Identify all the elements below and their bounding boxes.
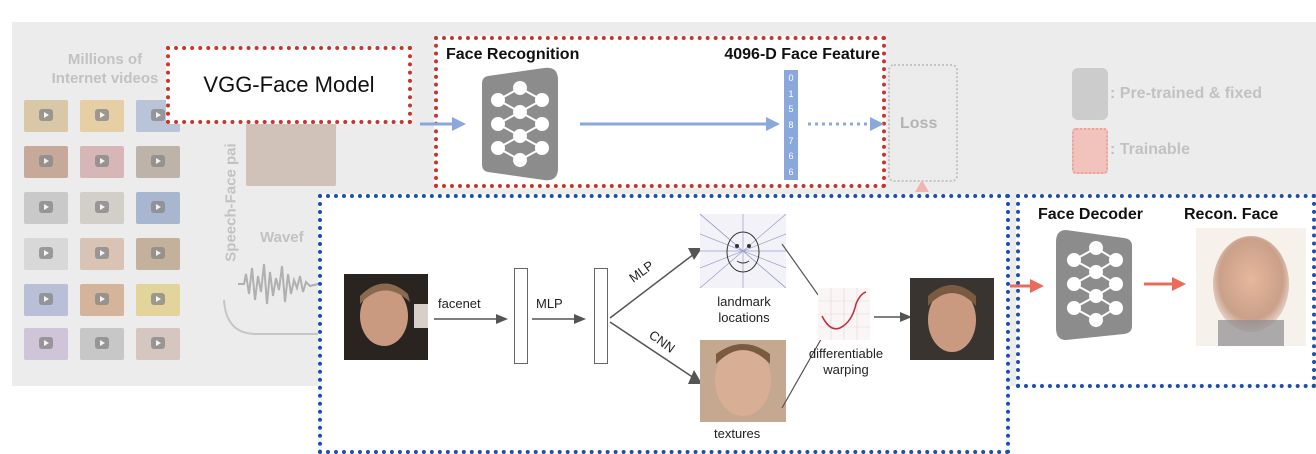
warping-to-output-arrow [874, 312, 912, 322]
decoder-to-recon-arrow [1144, 277, 1186, 291]
video-thumbnail [24, 100, 68, 132]
play-icon [95, 247, 109, 259]
video-thumbnail [80, 238, 124, 270]
face-recognition-panel: Face Recognition 4096-D Face Feature 0 1… [434, 36, 886, 188]
feature-vector: 0 1 5 8 7 6 6 [784, 70, 798, 180]
play-icon [151, 109, 165, 121]
video-thumbnail [24, 146, 68, 178]
play-icon [39, 293, 53, 305]
play-icon [39, 201, 53, 213]
video-thumbnail [136, 238, 180, 270]
play-icon [95, 109, 109, 121]
video-thumbnail [80, 328, 124, 360]
waveform-label: Wavef [260, 229, 304, 246]
recon-face-title: Recon. Face [1184, 206, 1279, 223]
feature-digit: 0 [788, 72, 794, 83]
landmark-diagram [700, 214, 786, 288]
vgg-face-model-label: VGG-Face Model [203, 72, 375, 97]
feature-digit: 5 [788, 104, 794, 115]
warping-caption: differentiable warping [808, 346, 884, 377]
mlp-label: MLP [536, 296, 563, 311]
landmark-caption: landmark locations [717, 294, 771, 325]
legend-pretrained-label: : Pre-trained & fixed [1110, 85, 1263, 102]
play-icon [95, 337, 109, 349]
loss-label: Loss [900, 115, 938, 132]
feature-layer-1 [514, 268, 528, 364]
video-thumbnail [136, 192, 180, 224]
face-decoder-panel: Face Decoder Recon. Face [1016, 194, 1316, 388]
warping-curve-icon [818, 288, 870, 340]
play-icon [39, 109, 53, 121]
video-thumbnail [136, 146, 180, 178]
feature-digit: 6 [788, 167, 794, 178]
face-decoder-network [1056, 230, 1132, 340]
input-arrow [420, 117, 466, 131]
legend-pretrained-swatch [1072, 68, 1108, 120]
play-icon [95, 201, 109, 213]
play-icon [151, 293, 165, 305]
feature-digit: 7 [788, 135, 794, 146]
play-icon [151, 247, 165, 259]
play-icon [39, 155, 53, 167]
output-face-image [910, 278, 994, 360]
play-icon [151, 201, 165, 213]
bracket-line [223, 300, 320, 335]
facenet-label: facenet [438, 296, 481, 311]
play-icon [39, 247, 53, 259]
play-icon [151, 337, 165, 349]
face-recognition-title: Face Recognition [446, 46, 580, 63]
mlp-arrow [532, 314, 586, 324]
video-thumbnail [24, 238, 68, 270]
dotted-arrow-to-loss [808, 117, 884, 131]
millions-of-videos-label: Millions of Internet videos [51, 51, 159, 87]
branch-arrows [609, 248, 702, 384]
play-icon [151, 155, 165, 167]
loss-up-arrow [915, 180, 929, 192]
legend-trainable-label: : Trainable [1110, 141, 1191, 158]
feature-digit: 1 [788, 88, 794, 99]
face-recognition-network [482, 67, 558, 181]
waveform-graphic [238, 263, 319, 305]
face-decoder-title: Face Decoder [1038, 206, 1143, 223]
video-thumbnail [136, 284, 180, 316]
reconstructed-face [1196, 228, 1306, 346]
textures-caption: textures [714, 426, 761, 441]
video-thumbnail [24, 328, 68, 360]
feature-digit: 6 [788, 151, 794, 162]
play-icon [95, 293, 109, 305]
video-thumbnail [24, 284, 68, 316]
video-thumbnail [80, 146, 124, 178]
video-thumbnail [80, 100, 124, 132]
loss-box [888, 64, 958, 182]
video-thumbnail [24, 192, 68, 224]
play-icon [95, 155, 109, 167]
video-thumbnail [80, 284, 124, 316]
decoder-detail-panel: facenet MLP MLP CNN landmark locations [318, 194, 1010, 454]
facenet-arrow [434, 314, 508, 324]
play-icon [39, 337, 53, 349]
video-thumbnail [136, 328, 180, 360]
vgg-face-model-callout: VGG-Face Model [166, 46, 412, 124]
legend-trainable-swatch [1072, 128, 1108, 174]
feature-layer-2 [594, 268, 608, 364]
feature-to-decoder-arrow [1006, 279, 1044, 293]
feature-title: 4096-D Face Feature [724, 46, 880, 63]
arrow-to-feature [580, 117, 780, 131]
texture-face-image [700, 340, 786, 422]
input-face-image [344, 274, 428, 360]
video-thumbnail [80, 192, 124, 224]
speech-face-pairs-label: Speech-Face pai [222, 143, 240, 262]
feature-digit: 8 [788, 119, 794, 130]
